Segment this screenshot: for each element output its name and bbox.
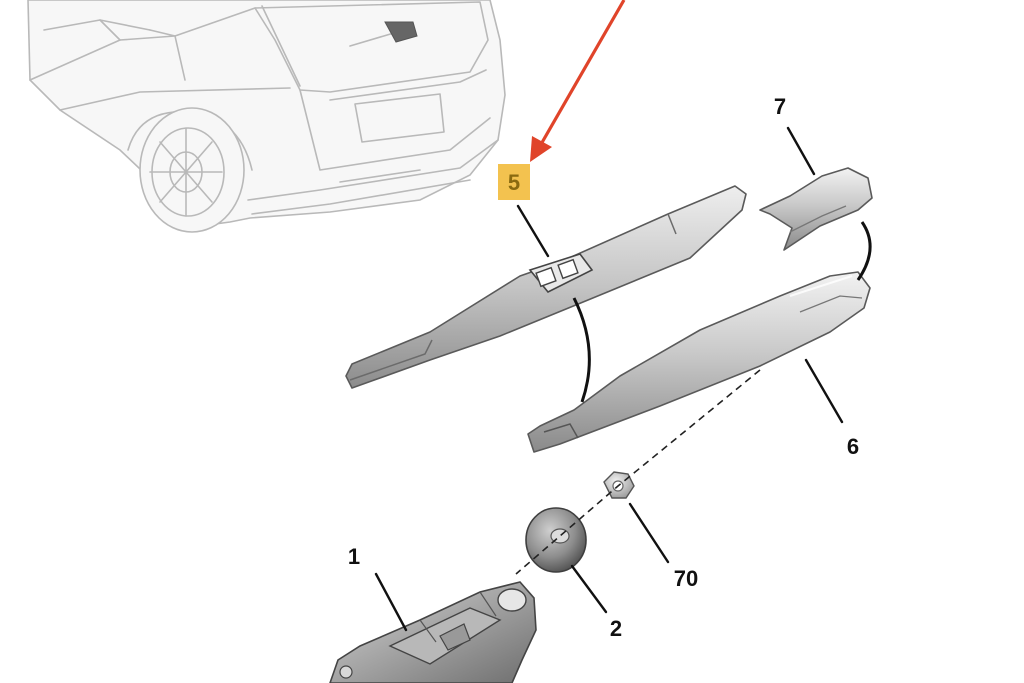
callout-2-label: 2	[610, 616, 622, 641]
callout-6-label: 6	[847, 434, 859, 459]
callout-5-highlight: 5	[498, 164, 530, 200]
assembly-axis	[515, 369, 761, 575]
wiper-motor-part-1	[329, 581, 537, 683]
leader-lines	[374, 126, 844, 632]
callout-5-label: 5	[508, 170, 520, 195]
callout-7-label: 7	[774, 94, 786, 119]
end-cap-part-7	[759, 167, 873, 251]
callout-70-label: 70	[674, 566, 698, 591]
callout-5-box	[498, 164, 530, 200]
pointer-arrow	[530, 0, 626, 162]
vehicle-outline	[27, 0, 506, 233]
wiper-arm-part-6	[527, 271, 871, 453]
assembly-arrows	[572, 221, 872, 403]
wiper-blade-part-5	[345, 185, 747, 389]
callout-1-label: 1	[348, 544, 360, 569]
